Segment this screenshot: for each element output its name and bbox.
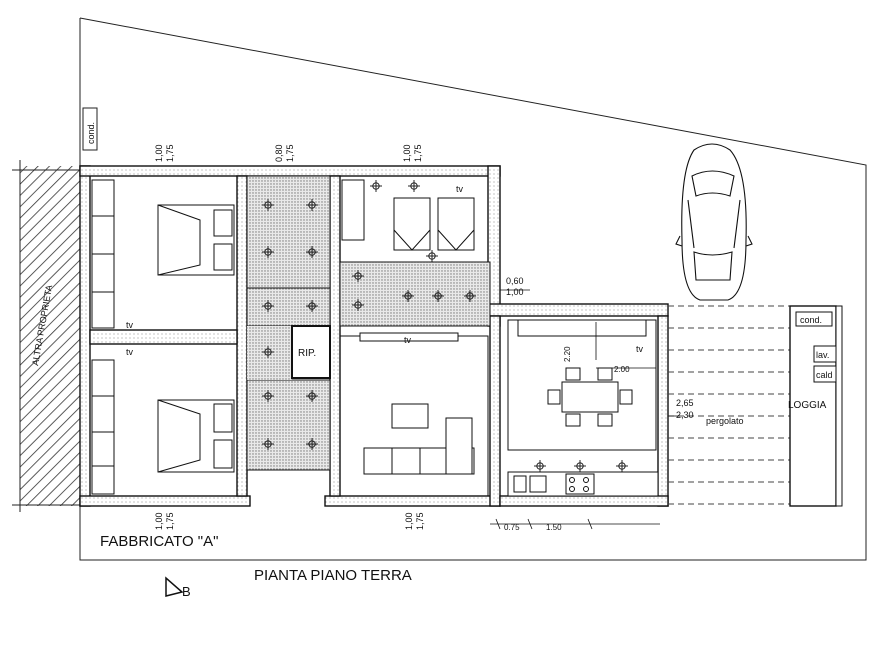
twin-beds bbox=[393, 197, 475, 251]
pergola-label: pergolato bbox=[706, 416, 744, 426]
tv-label-5: tv bbox=[636, 344, 644, 354]
boiler-box bbox=[813, 365, 837, 383]
section-mark-label: B bbox=[182, 584, 191, 599]
laundry-label: lav. bbox=[816, 350, 829, 360]
dim-kitchen-b: 1.50 bbox=[546, 523, 562, 532]
tv-cabinet bbox=[359, 332, 459, 342]
dim-kitchen-a: 0.75 bbox=[504, 523, 520, 532]
laundry-box bbox=[813, 345, 837, 363]
storage-label: RIP. bbox=[298, 348, 316, 359]
dining-table bbox=[547, 367, 633, 427]
corridor-3 bbox=[247, 326, 292, 380]
dim-window-top-1: 1,001,75 bbox=[154, 144, 175, 162]
dim-window-bot-1: 1,001,75 bbox=[154, 512, 175, 530]
double-bed-1 bbox=[157, 204, 235, 276]
coffee-table bbox=[391, 403, 429, 429]
light-fixtures bbox=[262, 180, 628, 472]
dim-window-top-2: 0,801,75 bbox=[274, 144, 295, 162]
tv-label-1: tv bbox=[126, 320, 134, 330]
dim-living-v: 2.20 bbox=[563, 346, 572, 362]
building-walls bbox=[79, 165, 669, 507]
boiler-label: cald bbox=[816, 370, 833, 380]
adjacent-property-hatch bbox=[20, 166, 82, 506]
section-marker bbox=[165, 576, 184, 597]
dim-loggia-a: 2,65 bbox=[676, 398, 694, 408]
wardrobe-1 bbox=[91, 179, 115, 329]
tv-label-2: tv bbox=[126, 347, 134, 357]
bathroom-1 bbox=[246, 175, 331, 289]
storage-room bbox=[291, 325, 331, 379]
cond-top-label: cond. bbox=[86, 122, 96, 144]
loggia-label: LOGGIA bbox=[788, 400, 827, 411]
tv-label-3: tv bbox=[456, 184, 464, 194]
plan-title: PIANTA PIANO TERRA bbox=[254, 567, 412, 584]
dim-window-top-3: 1,001,75 bbox=[402, 144, 423, 162]
tv-label-4: tv bbox=[404, 335, 412, 345]
dim-window-bot-2: 1,001,75 bbox=[404, 512, 425, 530]
corridor bbox=[246, 287, 331, 327]
double-bed-2 bbox=[157, 399, 235, 473]
cond-box-loggia bbox=[795, 311, 833, 327]
corridor-2 bbox=[339, 261, 491, 327]
dimension-lines bbox=[490, 289, 680, 530]
bathroom-2 bbox=[246, 379, 331, 471]
kitchen-counter bbox=[507, 471, 659, 497]
dim-living-h: 2.00 bbox=[614, 365, 630, 374]
pergola bbox=[668, 305, 790, 505]
wardrobe-3 bbox=[341, 179, 365, 241]
cond-box-top bbox=[82, 107, 98, 151]
sofa bbox=[363, 417, 475, 475]
car-icon bbox=[675, 143, 753, 301]
wardrobe-2 bbox=[91, 359, 115, 495]
building-label: FABBRICATO "A" bbox=[100, 533, 219, 550]
dim-loggia-b: 2,30 bbox=[676, 410, 694, 420]
cond-loggia-label: cond. bbox=[800, 315, 822, 325]
